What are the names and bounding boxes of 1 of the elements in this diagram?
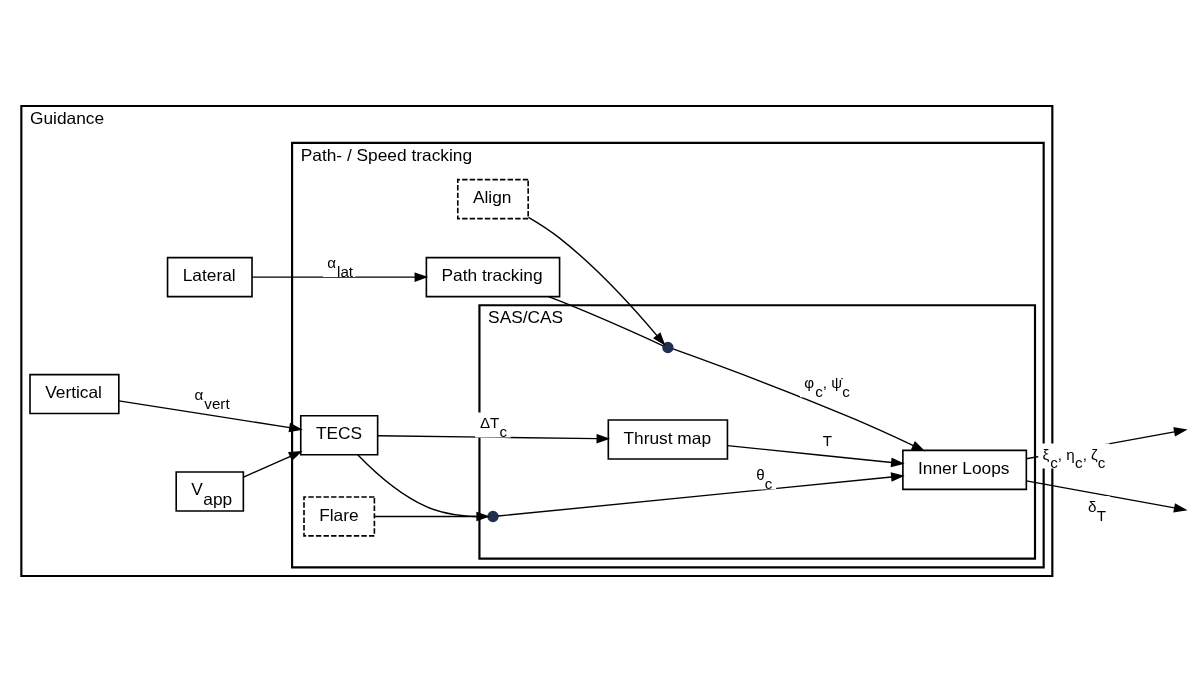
- edge-label: T: [822, 431, 833, 449]
